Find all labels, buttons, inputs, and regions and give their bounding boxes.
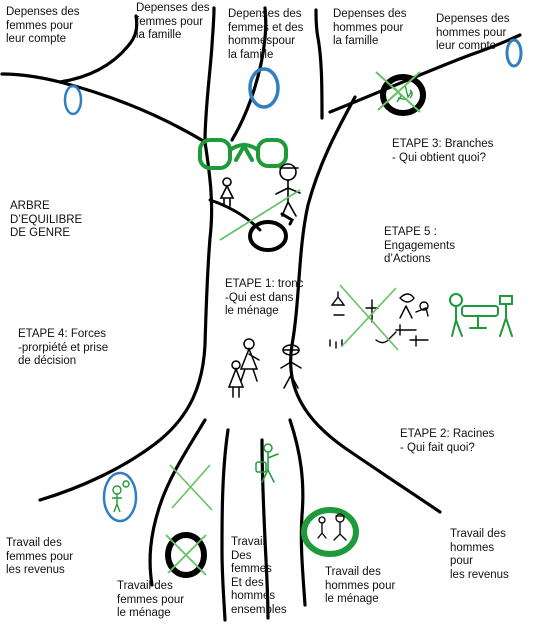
root-label-men-income: Travail des hommes pour les revenus: [450, 528, 509, 581]
root-4: [288, 418, 307, 607]
branch-label-men-family: Depenses des hommes pour la famille: [333, 8, 407, 47]
action-sketches-black: [329, 291, 429, 349]
branch-3: [230, 6, 268, 142]
page-title: ARBRE D’EQUILIBRE DE GENRE: [10, 200, 83, 239]
branch-1: [58, 14, 139, 84]
oval-marker-blue-right: [505, 38, 523, 68]
root-3-green-figure: [255, 443, 279, 483]
action-green-figures: [449, 293, 513, 337]
step-4-label: ETAPE 4: Forces -prorpiété et prise de d…: [18, 328, 109, 367]
branch-left-limb: [0, 72, 207, 144]
root-green-cross: [169, 464, 213, 511]
branch-label-men-own: Depenses des hommes pour leur compte: [436, 13, 510, 52]
trunk-left-edge: [38, 140, 214, 502]
step-3-label: ETAPE 3: Branches - Qui obtient quoi?: [392, 138, 494, 164]
canopy-green-cross: [219, 189, 301, 241]
branch-label-women-family: Depenses des femmes pour la famille: [136, 2, 210, 41]
branch-label-women-own: Depenses des femmes pour leur compte: [6, 6, 80, 45]
green-glasses-drawing: [198, 138, 288, 170]
step-1-label: ETAPE 1: tronc -Qui est dans le ménage: [225, 278, 304, 317]
root-2: [220, 428, 230, 622]
branch-4: [314, 8, 324, 120]
root-blue-oval: [102, 471, 138, 523]
branch-2: [203, 6, 216, 144]
branch-label-women-men-family: Depenses des femmes et des hommespour la…: [228, 8, 304, 61]
oval-marker-blue-medium: [248, 67, 280, 109]
action-cross: [339, 284, 399, 351]
root-label-together: Travail Des femmes Et des hommes ensembl…: [231, 536, 287, 616]
root-4-green-circle: [301, 507, 359, 557]
root-label-women-household: Travail des femmes pour le ménage: [117, 580, 185, 619]
branch-4-black-oval: [375, 71, 426, 116]
step-2-label: ETAPE 2: Racines - Qui fait quoi?: [400, 428, 495, 454]
root-figures-blue: [112, 480, 130, 513]
root-3: [260, 438, 270, 620]
trunk-figures: [227, 338, 302, 398]
oval-marker-blue-small: [63, 84, 83, 116]
branch-5: [328, 33, 522, 114]
root-label-women-income: Travail des femmes pour les revenus: [6, 537, 74, 576]
canopy-figures: [208, 163, 301, 252]
root-label-men-household: Travail des hommes pour le ménage: [325, 566, 396, 605]
step-5-label: ETAPE 5 : Engagements d’Actions: [384, 226, 455, 265]
root-2-black-oval: [165, 532, 207, 578]
root-1: [148, 418, 207, 587]
